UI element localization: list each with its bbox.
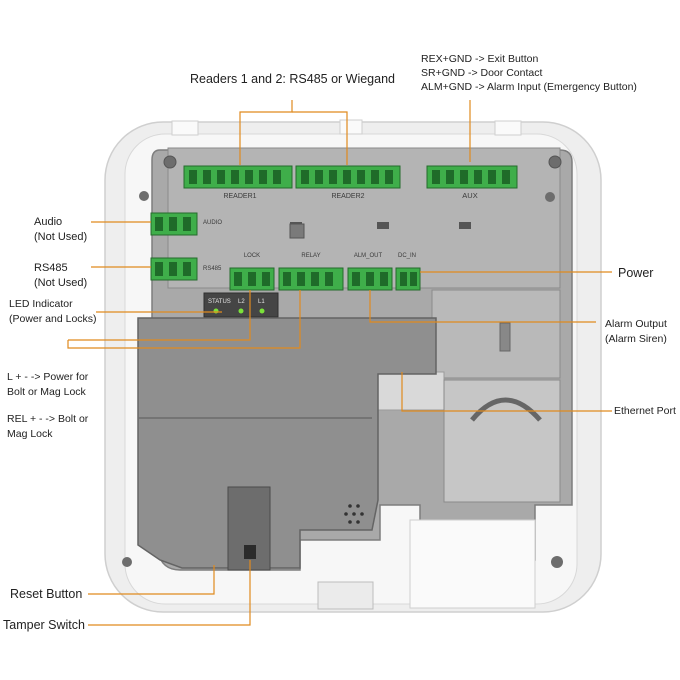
board-label-relay: RELAY	[301, 253, 320, 259]
callout-rs485-line1: RS485	[34, 262, 68, 274]
board-label-dc-in: DC_IN	[398, 253, 416, 259]
board-label-audio: AUDIO	[203, 220, 222, 226]
diagram-title: Readers 1 and 2: RS485 or Wiegand	[190, 72, 395, 86]
callout-lines	[67, 100, 612, 626]
board-label-l2: L2	[238, 299, 245, 305]
ethernet-cavity	[377, 371, 445, 411]
board-label-aux: AUX	[462, 191, 477, 200]
board-label-reader1: READER1	[223, 193, 256, 200]
main-cover	[137, 317, 437, 569]
board-slot-3	[459, 222, 471, 229]
board-button	[289, 223, 305, 239]
callout-rs485-line2: (Not Used)	[34, 277, 88, 289]
callout-rel-power-line1: REL + - -> Bolt or	[7, 413, 89, 425]
bottom-cutout	[409, 519, 536, 609]
board-slot-2	[377, 222, 389, 229]
screw-bottom-right	[551, 556, 563, 568]
led-status	[213, 308, 219, 314]
callout-alarm-output-line1: Alarm Output	[605, 318, 667, 330]
tamper-switch-body	[244, 545, 256, 559]
board-post	[499, 322, 511, 352]
top-clip-mid	[339, 119, 363, 135]
board-label-reader2: READER2	[331, 193, 364, 200]
callout-lock-power-line1: L + - -> Power for	[7, 371, 89, 383]
top-clip-right	[494, 120, 522, 136]
callout-lock-power-line2: Bolt or Mag Lock	[7, 386, 86, 398]
callout-reset-button: Reset Button	[10, 587, 83, 601]
callout-alarm-output-line2: (Alarm Siren)	[605, 333, 667, 345]
ethernet-cable-arc	[470, 397, 542, 422]
lower-terminal-slots	[234, 272, 417, 286]
aux-note-exit-button: REX+GND -> Exit Button	[421, 53, 539, 65]
bottom-connector	[317, 581, 374, 610]
screw-bottom-corner	[122, 557, 132, 567]
led-l1	[259, 308, 265, 314]
screw-top-right	[548, 155, 562, 169]
callout-tamper-switch: Tamper Switch	[3, 618, 85, 632]
board-label-alm-out: ALM_OUT	[354, 253, 383, 259]
speaker-holes	[344, 504, 364, 524]
callout-audio-line2: (Not Used)	[34, 231, 88, 243]
screw-right	[545, 192, 555, 202]
reader-terminal-slots	[189, 170, 510, 184]
board-label-lock: LOCK	[244, 253, 260, 259]
top-clip-left	[171, 120, 199, 136]
board-label-l1: L1	[258, 299, 265, 305]
callout-led-line2: (Power and Locks)	[9, 313, 97, 325]
right-board-panel	[431, 289, 561, 379]
screw-top-left	[163, 155, 177, 169]
aux-note-door-contact: SR+GND -> Door Contact	[421, 67, 543, 79]
callout-audio-line1: Audio	[34, 216, 63, 228]
callout-ethernet-port: Ethernet Port	[614, 405, 676, 417]
audio-rs485-slots	[155, 217, 191, 276]
callout-rel-power-line2: Mag Lock	[7, 428, 53, 440]
callout-power: Power	[618, 266, 654, 280]
screw-left	[139, 191, 149, 201]
led-l2	[238, 308, 244, 314]
board-label-rs485: RS485	[203, 266, 222, 272]
aux-note-alarm-input: ALM+GND -> Alarm Input (Emergency Button…	[421, 81, 637, 93]
callout-led-line1: LED Indicator	[9, 298, 73, 310]
board-label-status: STATUS	[208, 299, 231, 305]
